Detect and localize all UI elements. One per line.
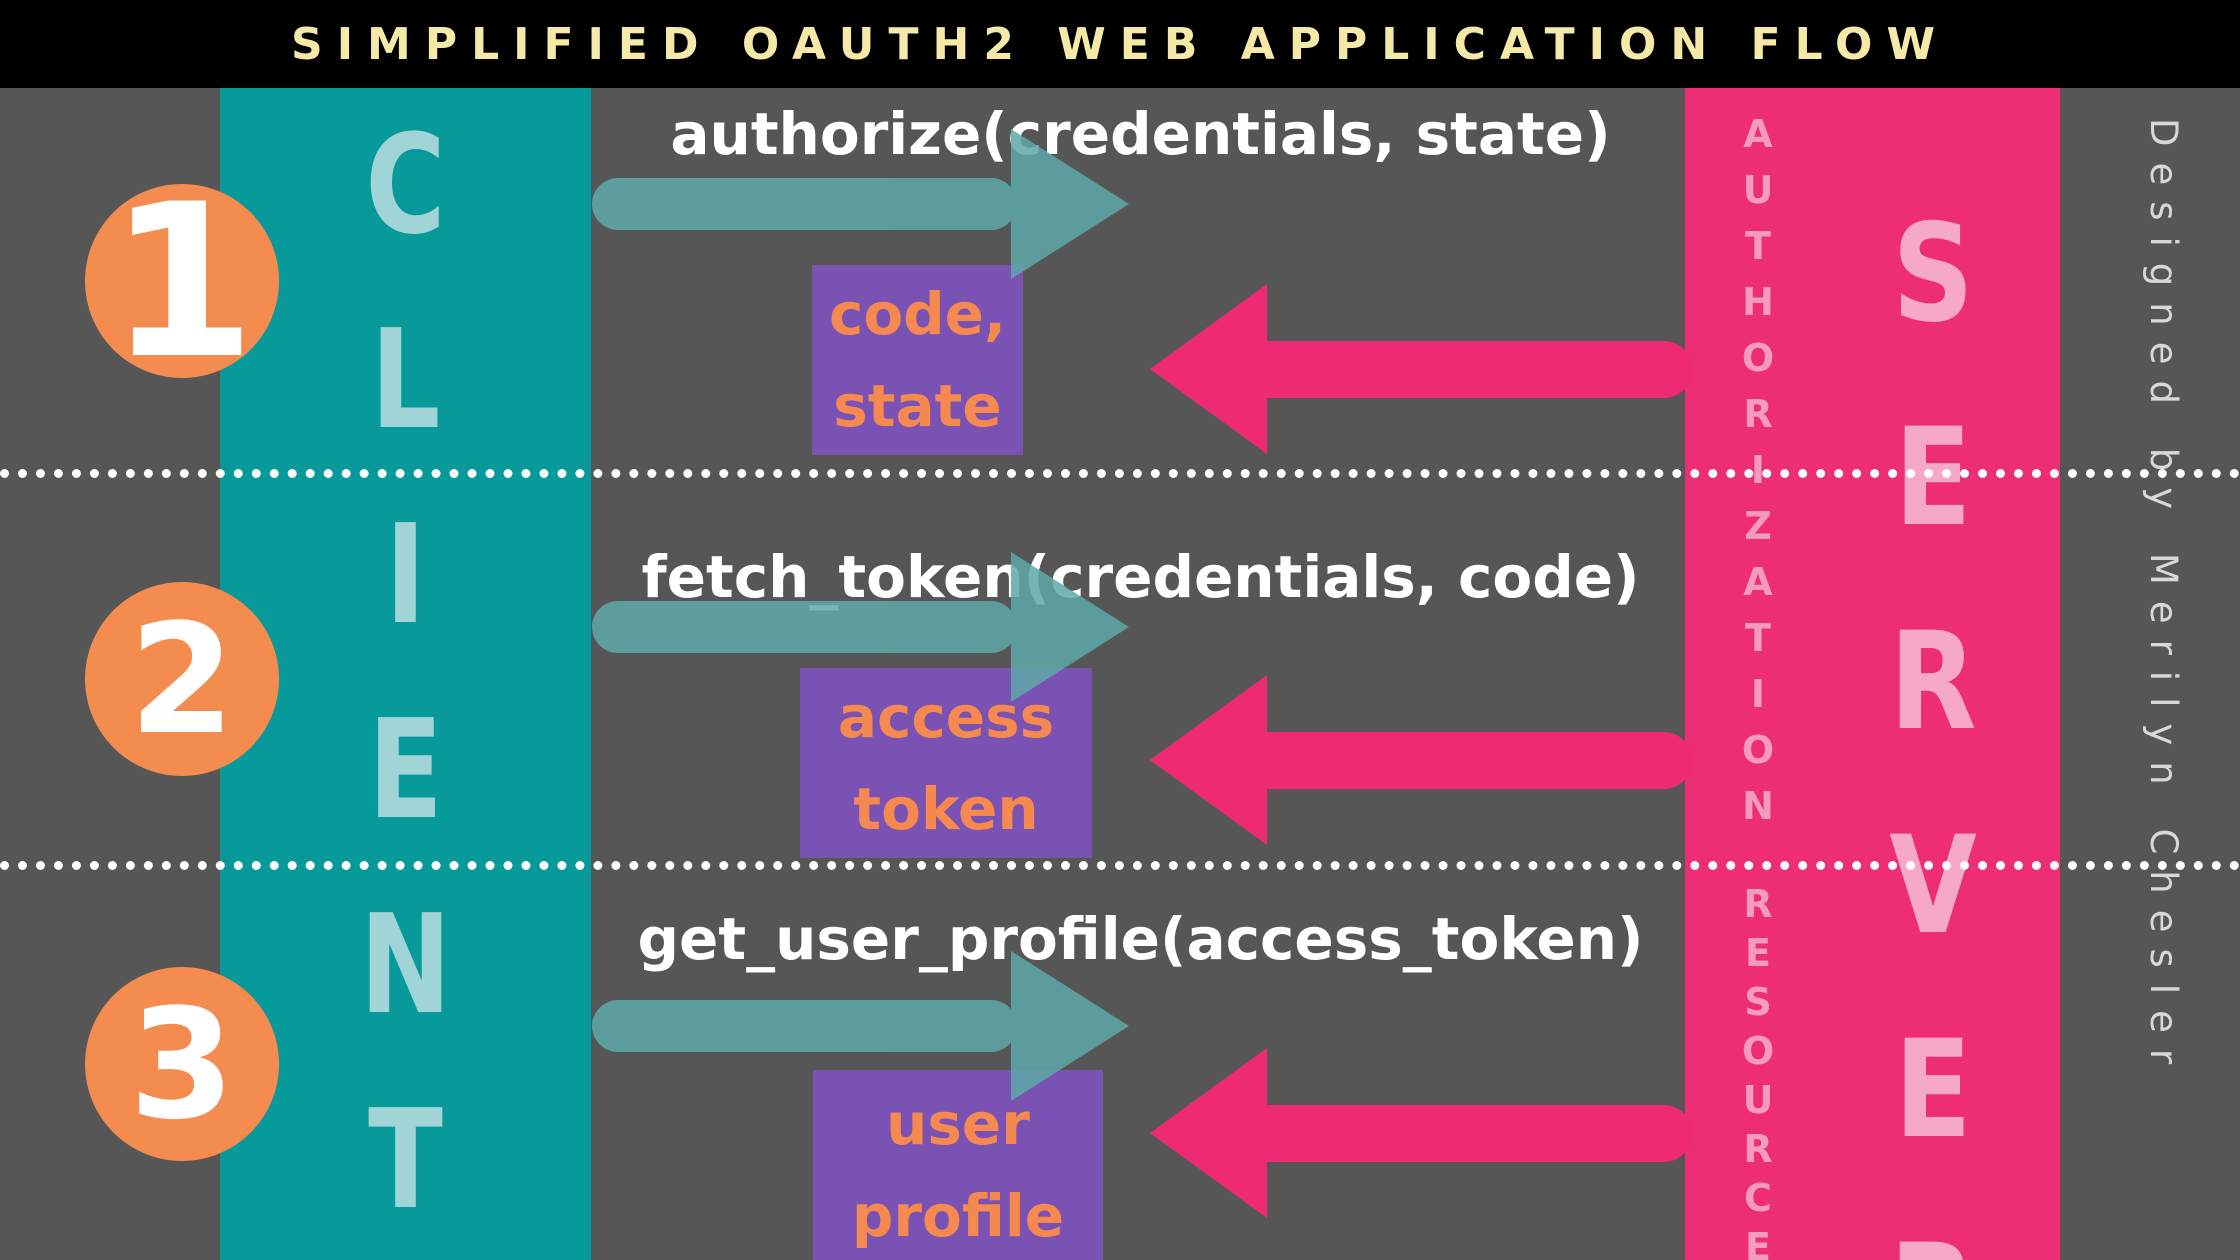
header-bar: SIMPLIFIED OAUTH2 WEB APPLICATION FLOW: [0, 0, 2240, 88]
arrow-shaft: [592, 601, 1017, 653]
step-2-response-box: access token: [800, 668, 1092, 858]
step-1-number: 1: [108, 157, 256, 405]
diagram-title: SIMPLIFIED OAUTH2 WEB APPLICATION FLOW: [291, 18, 1949, 70]
step-3-response-box: user profile: [813, 1070, 1103, 1260]
arrow-shaft: [592, 1000, 1017, 1052]
arrow-left-icon: [1150, 1048, 1267, 1218]
arrow-shaft: [1265, 732, 1692, 789]
step-1-badge: 1: [85, 158, 279, 405]
step-2-request-arrow: [592, 552, 1129, 702]
step-2-number: 2: [129, 590, 235, 768]
step-3-response-arrow: [1150, 1048, 1692, 1218]
step-3-number: 3: [129, 975, 235, 1153]
arrow-shaft: [592, 178, 1017, 230]
step-1-response-arrow: [1150, 284, 1692, 454]
step-1-request-arrow: [592, 129, 1129, 279]
response-line: state: [833, 372, 1002, 440]
step-2-response-arrow: [1150, 675, 1692, 845]
step-1-request-label: authorize(credentials, state): [670, 100, 1611, 168]
step-divider: [0, 469, 2240, 478]
step-3-request-label: get_user_profile(access_token): [637, 905, 1644, 973]
response-line: code,: [828, 280, 1007, 348]
response-line: profile: [851, 1182, 1065, 1250]
step-divider: [0, 861, 2240, 870]
server-label: SERVER: [1889, 195, 1977, 1260]
response-line: token: [853, 775, 1039, 843]
response-line: user: [886, 1090, 1030, 1158]
step-2-badge: 2: [85, 582, 279, 776]
step-3-badge: 3: [85, 967, 279, 1161]
arrow-left-icon: [1150, 284, 1267, 454]
step-1-response-box: code, state: [812, 265, 1023, 455]
arrow-shaft: [1265, 1105, 1692, 1162]
step-2-request-label: fetch_token(credentials, code): [641, 543, 1640, 611]
step-3-request-arrow: [592, 951, 1129, 1101]
designer-credit: Designed by Merilyn Chesler: [2142, 118, 2185, 1081]
arrow-left-icon: [1150, 675, 1267, 845]
arrow-shaft: [1265, 341, 1692, 398]
arrow-right-icon: [1011, 552, 1129, 702]
arrow-right-icon: [1011, 129, 1129, 279]
arrow-right-icon: [1011, 951, 1129, 1101]
